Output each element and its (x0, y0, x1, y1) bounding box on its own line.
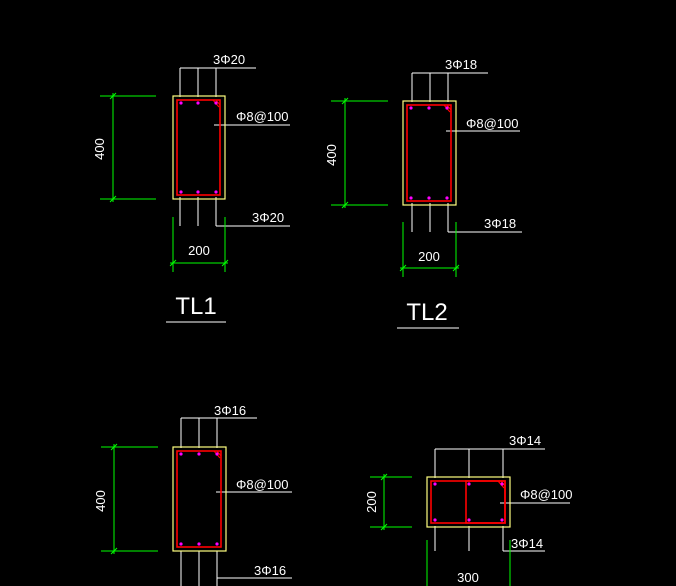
tl1-leaders (166, 67, 290, 323)
tl2-top-bars-label: 3Φ18 (445, 57, 477, 72)
tl1-top-bar (179, 101, 183, 105)
section4-bottom-bar (467, 518, 471, 522)
tl2-width-label: 200 (418, 249, 440, 264)
section3-outline (172, 446, 227, 552)
section3-dimensions (101, 443, 158, 555)
tl2-dimensions (331, 97, 460, 277)
section4-top-bar (433, 482, 437, 486)
tl1-top-bars-label: 3Φ20 (213, 52, 245, 67)
tl1-bottom-bar (196, 190, 200, 194)
tl1-dimensions (100, 92, 229, 272)
tl2-bottom-bar (427, 196, 431, 200)
tl1-bottom-bar (214, 190, 218, 194)
tl2-top-bar (409, 106, 413, 110)
section-4: 3Φ14 Φ8@100 3Φ14 300 200 (364, 433, 573, 586)
section-tl2: 3Φ18 Φ8@100 3Φ18 200 400 TL2 (324, 57, 522, 329)
section4-width-label: 300 (457, 570, 479, 585)
section3-bottom-bar (179, 542, 183, 546)
tl1-bottom-bar (179, 190, 183, 194)
section4-bottom-bar (500, 518, 504, 522)
tl1-width-label: 200 (188, 243, 210, 258)
tl2-leaders (397, 72, 522, 329)
section4-top-bar (500, 482, 504, 486)
tl1-stirrup (176, 99, 221, 196)
section3-top-bar (215, 452, 219, 456)
section3-bottom-bars-label: 3Φ16 (254, 563, 286, 578)
section4-top-bar (467, 482, 471, 486)
section3-top-bar (179, 452, 183, 456)
tl1-top-bar (214, 101, 218, 105)
section4-bottom-bar (433, 518, 437, 522)
tl2-top-bar (427, 106, 431, 110)
tl2-section-title: TL2 (406, 299, 447, 326)
tl1-bottom-bars-label: 3Φ20 (252, 210, 284, 225)
tl2-height-label: 400 (324, 144, 339, 166)
tl1-section-outline (172, 95, 226, 200)
section4-stirrup-label: Φ8@100 (520, 487, 573, 502)
section3-top-bar (197, 452, 201, 456)
tl2-bottom-bar (409, 196, 413, 200)
section4-inner-stirrup (465, 480, 506, 524)
tl2-stirrup (406, 104, 452, 202)
section3-top-bars-label: 3Φ16 (214, 403, 246, 418)
section3-leaders (180, 417, 292, 586)
section3-stirrup-label: Φ8@100 (236, 477, 289, 492)
section4-dimensions (370, 473, 511, 586)
tl1-height-label: 400 (92, 138, 107, 160)
tl2-bottom-bar (445, 196, 449, 200)
section4-bars (433, 482, 504, 522)
section4-bottom-bars-label: 3Φ14 (511, 536, 543, 551)
section4-outline (426, 476, 511, 528)
section4-height-label: 200 (364, 491, 379, 513)
tl1-section-title: TL1 (175, 293, 216, 320)
tl2-stirrup-label: Φ8@100 (466, 116, 519, 131)
tl1-stirrup-label: Φ8@100 (236, 109, 289, 124)
tl2-top-bar (445, 106, 449, 110)
tl2-bars (409, 106, 449, 200)
section-tl1: 3Φ20 Φ8@100 3Φ20 200 400 TL1 (92, 52, 290, 323)
tl1-bars (179, 101, 218, 194)
tl2-section-outline (402, 100, 457, 206)
section3-bars (179, 452, 219, 546)
section3-bottom-bar (215, 542, 219, 546)
section3-bottom-bar (197, 542, 201, 546)
section3-stirrup (176, 450, 222, 548)
section-3: 3Φ16 Φ8@100 3Φ16 400 (93, 403, 292, 586)
section4-top-bars-label: 3Φ14 (509, 433, 541, 448)
tl2-bottom-bars-label: 3Φ18 (484, 216, 516, 231)
tl1-top-bar (196, 101, 200, 105)
section3-height-label: 400 (93, 490, 108, 512)
